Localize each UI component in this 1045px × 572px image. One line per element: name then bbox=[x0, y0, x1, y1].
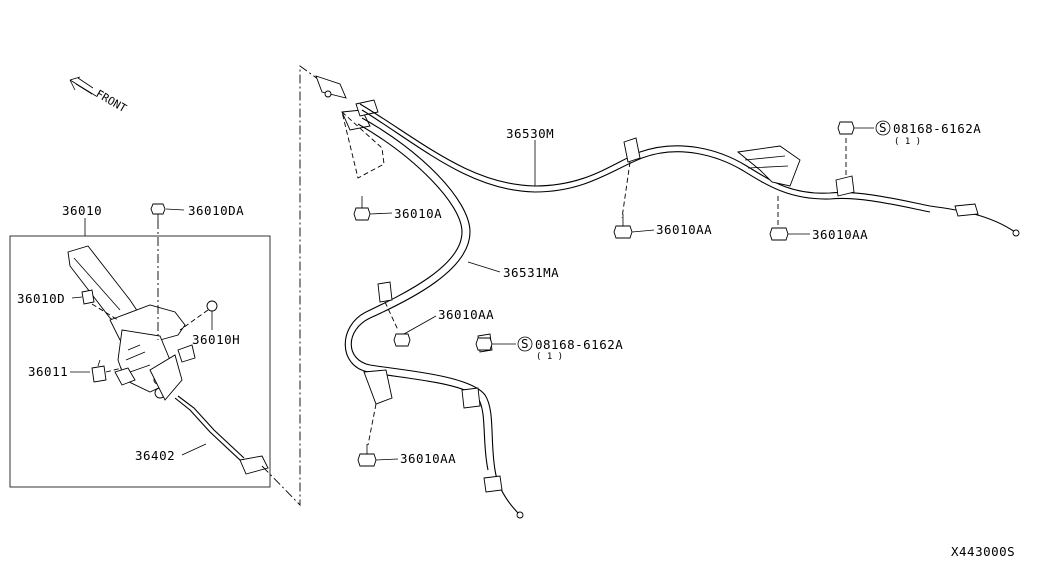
label-36010AA-2: 36010AA bbox=[812, 227, 868, 242]
qty-1: ( 1 ) bbox=[894, 137, 921, 147]
label-36010DA: 36010DA bbox=[188, 203, 244, 218]
label-36402: 36402 bbox=[135, 448, 175, 463]
s-symbol-1-letter: S bbox=[879, 120, 887, 135]
cable-bracket-upper-left bbox=[377, 281, 399, 331]
cable-bracket-lower-right bbox=[461, 333, 524, 519]
bolt-08168-6162A-2-icon bbox=[475, 337, 493, 351]
front-cable-bracket bbox=[315, 75, 385, 179]
label-36010AA-4: 36010AA bbox=[400, 451, 456, 466]
label-36531MA: 36531MA bbox=[503, 265, 559, 280]
connection-line bbox=[261, 65, 323, 507]
bolt-36010AA-1-icon bbox=[613, 214, 633, 239]
reference-code: X443000S bbox=[951, 544, 1015, 559]
label-36010A: 36010A bbox=[394, 206, 442, 221]
s-symbol-2-icon bbox=[517, 336, 533, 352]
label-36010: 36010 bbox=[62, 203, 102, 218]
cable-bracket-rear-right bbox=[736, 145, 1020, 237]
rear-cable-right-36530M bbox=[359, 103, 1016, 233]
clip-36010D-icon bbox=[81, 289, 95, 305]
front-label: FRONT bbox=[94, 87, 130, 115]
label-08168-6162A-2: 08168-6162A bbox=[535, 337, 623, 352]
bolt-08168-6162A-1-icon bbox=[837, 121, 855, 135]
label-36010H: 36010H bbox=[192, 332, 240, 347]
label-36530M: 36530M bbox=[506, 126, 554, 141]
bolt-36010AA-4-icon bbox=[357, 444, 377, 467]
label-36011: 36011 bbox=[28, 364, 68, 379]
cable-bracket-lower-left bbox=[363, 369, 393, 446]
bolt-36010DA-icon bbox=[150, 203, 166, 220]
bolt-36010A-icon bbox=[353, 196, 371, 221]
s-symbol-1-icon bbox=[875, 120, 891, 136]
front-arrow-icon bbox=[69, 76, 97, 97]
rear-cable-left-36531MA bbox=[350, 117, 521, 516]
label-36010AA-1: 36010AA bbox=[656, 222, 712, 237]
switch-36011-icon bbox=[91, 359, 107, 383]
qty-2: ( 1 ) bbox=[536, 352, 563, 362]
bolt-36010H-icon bbox=[206, 300, 218, 330]
bolt-36010AA-2-icon bbox=[769, 227, 789, 241]
bolt-36010AA-3-icon bbox=[393, 333, 411, 347]
s-symbol-2-letter: S bbox=[521, 336, 529, 351]
parking-brake-lever bbox=[67, 245, 196, 401]
label-36010D: 36010D bbox=[17, 291, 65, 306]
label-08168-6162A-1: 08168-6162A bbox=[893, 121, 981, 136]
cable-bracket-mid bbox=[621, 137, 641, 219]
label-36010AA-3: 36010AA bbox=[438, 307, 494, 322]
lever-assembly-box bbox=[9, 235, 271, 488]
